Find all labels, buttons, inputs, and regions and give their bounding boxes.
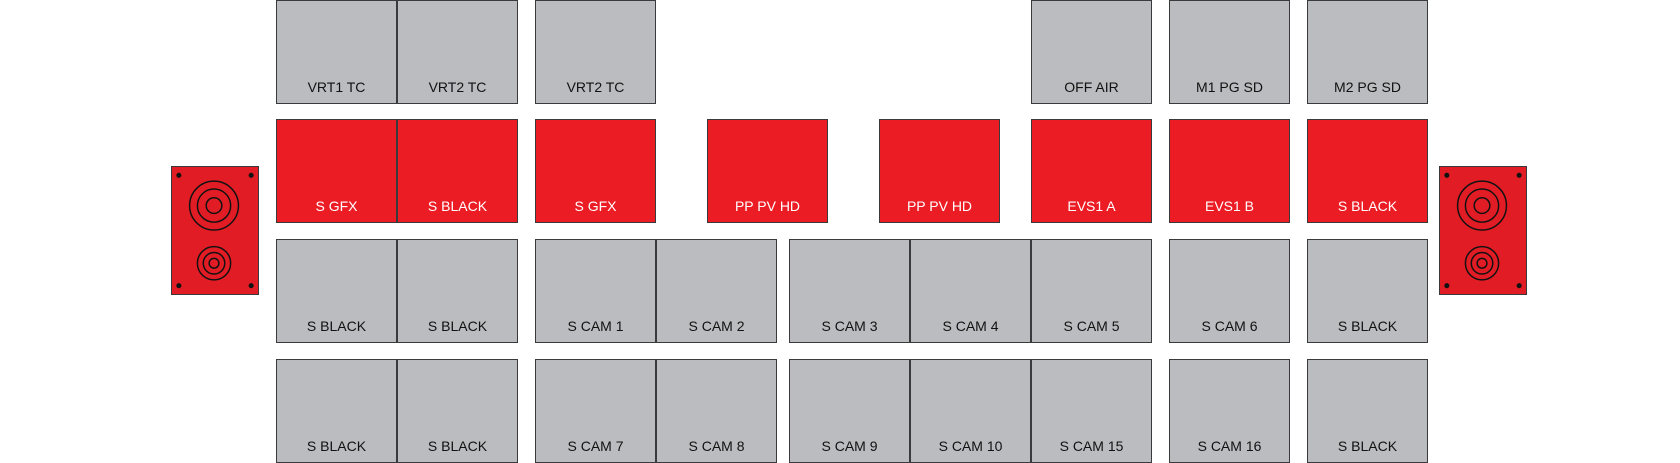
monitor-vrt2-tc-2[interactable]: VRT2 TC [535,0,656,104]
monitor-s-cam-7[interactable]: S CAM 7 [535,359,656,463]
monitor-s-cam-8[interactable]: S CAM 8 [656,359,777,463]
monitor-r3-s-black-3[interactable]: S BLACK [1307,359,1428,463]
monitor-off-air[interactable]: OFF AIR [1031,0,1152,104]
monitor-r2-s-black-1[interactable]: S BLACK [276,239,397,343]
monitor-r3-s-black-1[interactable]: S BLACK [276,359,397,463]
monitor-s-black-2[interactable]: S BLACK [1307,119,1428,223]
monitor-m2-pg-sd[interactable]: M2 PG SD [1307,0,1428,104]
speaker-right [1439,166,1527,295]
monitor-pp-pv-hd-2[interactable]: PP PV HD [879,119,1000,223]
speaker-icon [1444,172,1522,289]
monitor-s-cam-15[interactable]: S CAM 15 [1031,359,1152,463]
monitor-s-gfx[interactable]: S GFX [276,119,397,223]
monitor-s-cam-6[interactable]: S CAM 6 [1169,239,1290,343]
monitor-s-cam-2[interactable]: S CAM 2 [656,239,777,343]
monitor-evs1-b[interactable]: EVS1 B [1169,119,1290,223]
speaker-icon [176,172,254,289]
monitor-s-cam-16[interactable]: S CAM 16 [1169,359,1290,463]
speaker-left [171,166,259,295]
monitor-s-cam-5[interactable]: S CAM 5 [1031,239,1152,343]
monitor-r2-s-black-3[interactable]: S BLACK [1307,239,1428,343]
monitor-evs1-a[interactable]: EVS1 A [1031,119,1152,223]
monitor-vrt1-tc[interactable]: VRT1 TC [276,0,397,104]
monitor-s-cam-9[interactable]: S CAM 9 [789,359,910,463]
monitor-s-cam-4[interactable]: S CAM 4 [910,239,1031,343]
monitor-r2-s-black-2[interactable]: S BLACK [397,239,518,343]
monitor-s-cam-10[interactable]: S CAM 10 [910,359,1031,463]
monitor-s-cam-1[interactable]: S CAM 1 [535,239,656,343]
monitor-s-black[interactable]: S BLACK [397,119,518,223]
monitor-vrt2-tc[interactable]: VRT2 TC [397,0,518,104]
monitor-pp-pv-hd[interactable]: PP PV HD [707,119,828,223]
monitor-m1-pg-sd[interactable]: M1 PG SD [1169,0,1290,104]
monitor-s-cam-3[interactable]: S CAM 3 [789,239,910,343]
monitor-s-gfx-2[interactable]: S GFX [535,119,656,223]
monitor-r3-s-black-2[interactable]: S BLACK [397,359,518,463]
